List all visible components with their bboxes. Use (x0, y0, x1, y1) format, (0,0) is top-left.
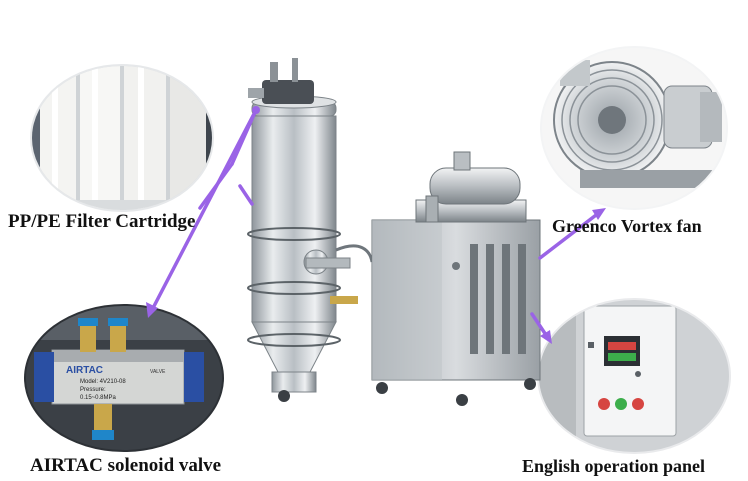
arrow-heads (146, 106, 606, 344)
vacuum-hopper (247, 58, 358, 393)
solenoid-valve-photo: AIRTAC VALVE Model: 4V210-08 Pressure: 0… (24, 304, 224, 452)
filter-cartridge-label: PP/PE Filter Cartridge (8, 211, 196, 232)
arrow-head-fan (592, 208, 606, 220)
arrow-origin-dot (252, 106, 260, 114)
pointer-arrows (150, 108, 602, 340)
control-panel-photo (537, 298, 731, 454)
suction-hose (335, 244, 374, 263)
operation-panel-label: English operation panel (522, 456, 706, 476)
arrow-head-panel (540, 330, 552, 344)
valve-type-text: VALVE (150, 369, 166, 375)
valve-pressure-value: 0.15~0.8MPa (80, 395, 117, 401)
vortex-fan-photo (540, 46, 728, 210)
arrow-filter-branch (238, 184, 254, 206)
valve-brand-text: AIRTAC (66, 365, 103, 376)
arrow-to-fan (538, 210, 602, 260)
fan-cabinet (278, 151, 541, 406)
solenoid-valve-label: AIRTAC solenoid valve (30, 455, 222, 476)
arrow-head-valve (146, 302, 158, 318)
valve-pressure-label: Pressure: (80, 387, 106, 393)
arrow-to-valve (150, 108, 258, 312)
vortex-fan-label: Greenco Vortex fan (552, 216, 702, 236)
valve-model-text: Model: 4V210-08 (80, 379, 126, 385)
filter-cartridge-photo (30, 64, 214, 212)
